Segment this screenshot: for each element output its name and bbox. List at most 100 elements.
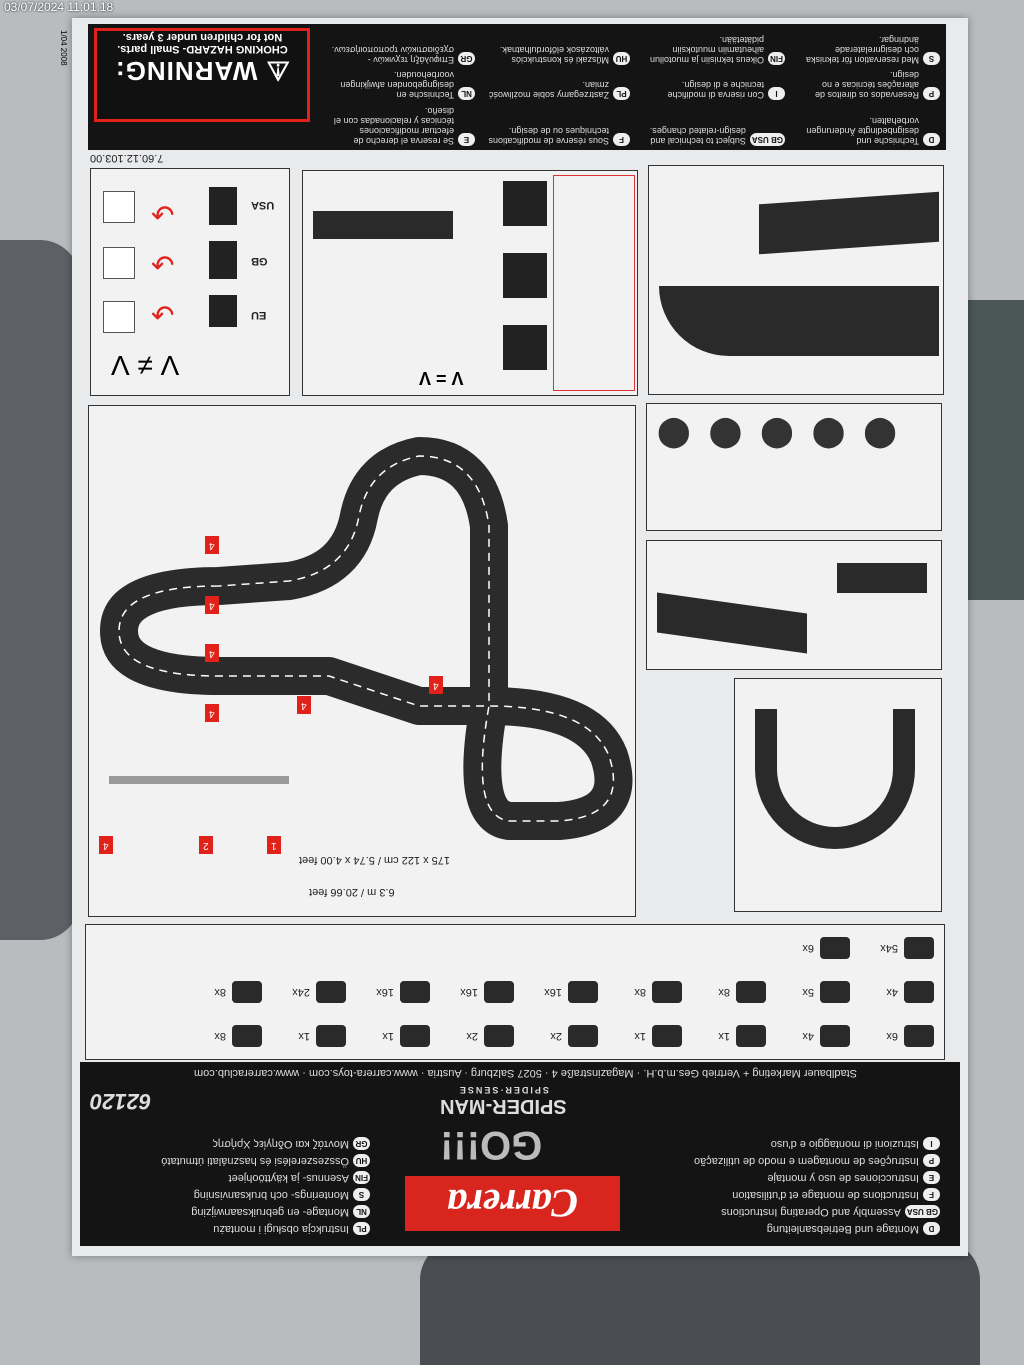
- curve-track-icon: [755, 709, 915, 849]
- part-item: 1x: [346, 1014, 430, 1058]
- curve-track-icon: [659, 286, 939, 356]
- language-badge: S: [923, 51, 940, 65]
- language-badge: E: [923, 1171, 940, 1184]
- language-badge: D: [923, 1222, 940, 1235]
- language-badge: I: [768, 87, 785, 101]
- part-item: 6x: [850, 1014, 934, 1058]
- part-icon: [484, 981, 514, 1003]
- part-icon: [736, 1025, 766, 1047]
- instruction-text: Instruções de montagem e modo de utiliza…: [693, 1155, 919, 1167]
- part-item: 8x: [178, 1014, 262, 1058]
- part-item: 4x: [766, 1014, 850, 1058]
- language-badge: F: [923, 1188, 940, 1201]
- warning-title: WARNING:: [114, 56, 257, 86]
- step-badge: 4: [205, 536, 219, 554]
- part-icon: [652, 981, 682, 1003]
- pillar-icons: ⬤⬤⬤⬤⬤: [657, 415, 915, 448]
- part-count: 5x: [802, 986, 814, 998]
- step-badge: 4: [205, 704, 219, 722]
- disclaimer-item: D Technische und designbedingte Änderunge…: [795, 103, 940, 146]
- part-icon: [820, 981, 850, 1003]
- company-address: Stadlbauer Marketing + Vertrieb Ges.m.b.…: [193, 1067, 857, 1079]
- step-badge: 1: [267, 836, 281, 854]
- voltage-rule-match: V = V: [419, 368, 464, 388]
- language-badge: PL: [353, 1222, 370, 1235]
- part-icon: [232, 981, 262, 1003]
- part-icon: [316, 1025, 346, 1047]
- part-count: 6x: [886, 1030, 898, 1042]
- language-badge: E: [458, 133, 475, 146]
- part-item: 1x: [682, 1014, 766, 1058]
- track-lane-marking: [118, 455, 615, 822]
- disclaimer-text: Subject to technical and design-related …: [649, 126, 746, 146]
- part-item: 5x: [766, 970, 850, 1014]
- step-badge: 2: [199, 836, 213, 854]
- part-icon: [820, 937, 850, 959]
- part-icon: [400, 1025, 430, 1047]
- disclaimer-text: Technische und designbedingte Änderungen…: [806, 116, 919, 146]
- panel-support-pillars: ⬤⬤⬤⬤⬤: [646, 403, 942, 531]
- disclaimer-text: Επιφυλάξη τεχνικών - σχεδιαστικών τροποπ…: [331, 44, 454, 65]
- socket-icon: [103, 301, 135, 333]
- part-item: 4x: [850, 970, 934, 1014]
- instruction-item: P Instruções de montagem e modo de utiliz…: [640, 1154, 940, 1167]
- part-count: 8x: [634, 986, 646, 998]
- instruction-text: Asennus- ja käyttöohjeet: [228, 1172, 349, 1184]
- track-piece-icon: [313, 211, 453, 239]
- part-item: 8x: [598, 970, 682, 1014]
- region-usa: USA: [251, 199, 275, 211]
- track-path: [100, 437, 633, 840]
- part-item: 16x: [430, 970, 514, 1014]
- part-count: 24x: [292, 986, 310, 998]
- socket-icon: [103, 247, 135, 279]
- part-item: 54x: [850, 926, 934, 970]
- part-icon: [736, 981, 766, 1003]
- part-item: 8x: [682, 970, 766, 1014]
- instruction-text: Montage und Betriebsanleitung: [766, 1223, 919, 1235]
- disclaimer-text: Reservados os direitos de alterações téc…: [814, 70, 919, 101]
- part-count: 8x: [214, 1030, 226, 1042]
- instruction-text: Instrukcja obsługi i montażu: [213, 1223, 349, 1235]
- part-count: 8x: [718, 986, 730, 998]
- article-number: 62120: [90, 1089, 152, 1114]
- track-piece-icon: [657, 592, 807, 654]
- language-badge: PL: [613, 87, 630, 101]
- step-badge: 4: [429, 676, 443, 694]
- doc-code: 7.60.12.103.00: [90, 152, 164, 164]
- voltage-rule-mismatch: V ≠ V: [111, 350, 180, 381]
- disclaimer-text: Technische en designgebonden afwijkingen…: [340, 70, 454, 101]
- part-item: 1x: [262, 1014, 346, 1058]
- step-badge: 4: [297, 696, 311, 714]
- part-item: 2x: [430, 1014, 514, 1058]
- part-icon: [820, 1025, 850, 1047]
- track-layout-diagram: [100, 437, 633, 840]
- region-gb: GB: [251, 255, 268, 267]
- disclaimer-text: Con riserva di modifiche tecniche e di d…: [667, 80, 764, 101]
- language-badge: D: [923, 133, 940, 146]
- part-icon: [652, 1025, 682, 1047]
- language-badge: GR: [353, 1137, 370, 1150]
- disclaimer-item: I Con riserva di modifiche tecniche e di …: [640, 68, 785, 101]
- language-badge: P: [923, 1154, 940, 1167]
- instruction-text: Istruzioni di montaggio e d'uso: [770, 1138, 919, 1150]
- part-icon: [568, 1025, 598, 1047]
- part-count: 54x: [880, 942, 898, 954]
- instruction-text: Μοντάζ και Οδηγίες Χρήσης: [212, 1138, 349, 1150]
- step-badge: 4: [205, 644, 219, 662]
- part-item: 2x: [514, 1014, 598, 1058]
- background-track-piece: [420, 1240, 980, 1365]
- language-badge: NL: [458, 87, 475, 101]
- panel-plug-types: ↶↶↶ USA GB EU V ≠ V: [90, 168, 290, 396]
- carrera-logo: Carrera: [405, 1176, 620, 1231]
- part-count: 8x: [214, 986, 226, 998]
- language-badge: F: [613, 133, 630, 146]
